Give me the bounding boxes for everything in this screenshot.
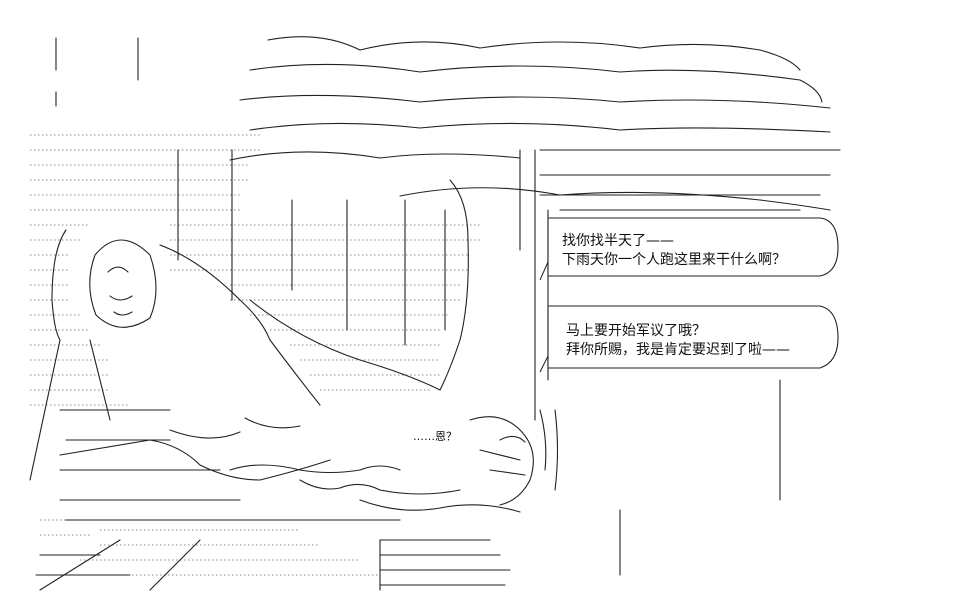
bubble-bottom-line-2: 拜你所赐，我是肯定要迟到了啦——	[566, 342, 790, 358]
art-exclamation: ……恩？	[413, 430, 457, 443]
speech-bubble-bottom	[547, 305, 839, 369]
background-wall-pattern	[30, 134, 480, 576]
bubble-top-line-2: 下雨天你一个人跑这里来干什么啊？	[562, 252, 786, 268]
bubble-tails	[539, 261, 549, 373]
bubble-top-line-1: 找你找半天了——	[562, 233, 674, 249]
speech-bubble-top	[547, 217, 839, 277]
line-art-strokes	[29, 36, 841, 591]
bubble-bottom-line-1: 马上要开始军议了哦？	[566, 323, 706, 339]
